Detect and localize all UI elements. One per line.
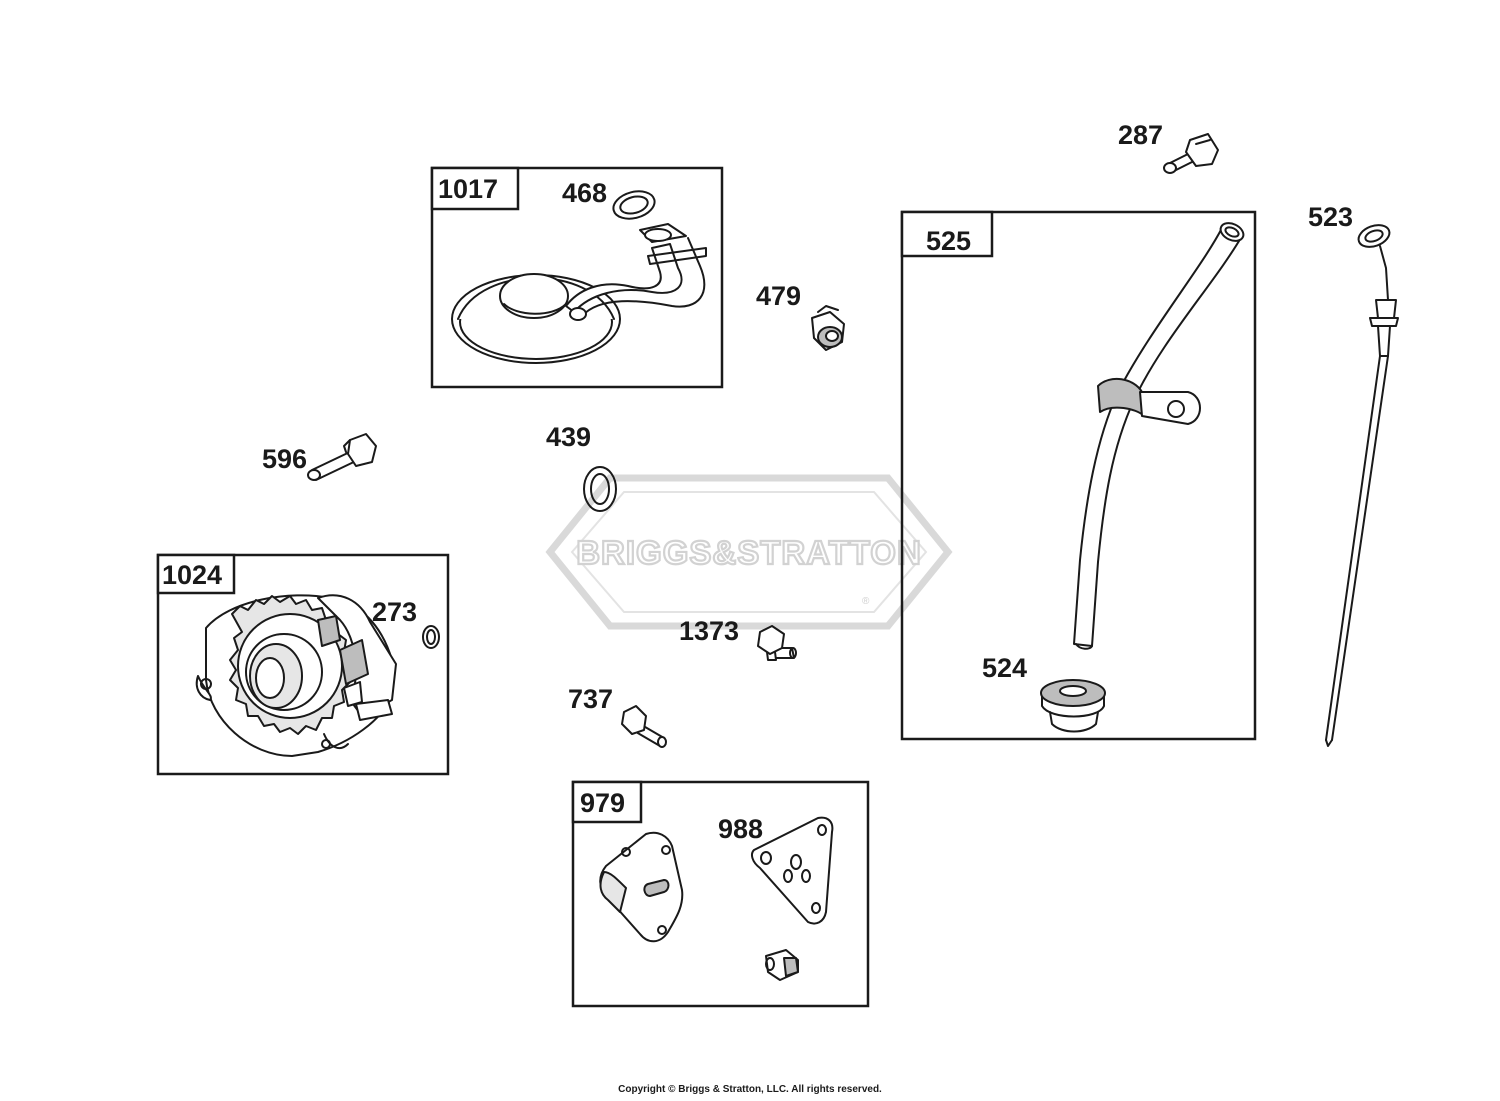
part-468-label: 468 <box>562 178 607 208</box>
bolt-737-icon <box>621 705 667 748</box>
group-525-label: 525 <box>926 226 971 256</box>
gasket-988-icon <box>751 816 834 925</box>
dipstick-tube-icon <box>1073 222 1245 650</box>
group-979-label: 979 <box>580 788 625 818</box>
group-1017-label: 1017 <box>438 174 498 204</box>
o-ring-439-icon <box>583 466 617 512</box>
part-273-label: 273 <box>372 597 417 627</box>
copyright-notice: Copyright © Briggs & Stratton, LLC. All … <box>618 1084 882 1095</box>
group-1024[interactable]: 1024 273 <box>156 553 450 776</box>
oil-pump-gear-icon <box>195 594 397 757</box>
flange-nut-479-icon <box>811 305 845 351</box>
part-439-label: 439 <box>546 422 591 452</box>
bolt-596-icon <box>307 433 377 481</box>
watermark-brand: BRIGGS&STRATTON <box>576 534 922 571</box>
dipstick-icon <box>1325 224 1399 747</box>
group-1017[interactable]: 1017 468 <box>430 166 724 389</box>
bolt-1373-icon <box>757 625 797 661</box>
grommet-524-icon <box>1040 679 1106 733</box>
fitting-icon <box>765 949 799 981</box>
part-479-label: 479 <box>756 281 801 311</box>
group-525[interactable]: 525 524 <box>900 210 1257 741</box>
briggs-stratton-watermark: BRIGGS&STRATTON ® <box>545 474 953 630</box>
part-737-label: 737 <box>568 684 613 714</box>
part-1373-label: 1373 <box>679 616 739 646</box>
bolt-287-icon <box>1163 133 1219 174</box>
o-ring-468-icon <box>612 190 656 220</box>
oil-filter-adapter-icon <box>599 831 684 943</box>
watermark-registered-mark: ® <box>862 596 870 607</box>
o-ring-273-icon <box>422 625 440 649</box>
group-979[interactable]: 979 988 <box>571 780 870 1008</box>
part-524-label: 524 <box>982 653 1027 683</box>
group-1024-label: 1024 <box>162 560 222 590</box>
part-287-label: 287 <box>1118 120 1163 150</box>
oil-pickup-screen-icon <box>451 223 707 364</box>
part-988-label: 988 <box>718 814 763 844</box>
part-523-label: 523 <box>1308 202 1353 232</box>
part-596-label: 596 <box>262 444 307 474</box>
